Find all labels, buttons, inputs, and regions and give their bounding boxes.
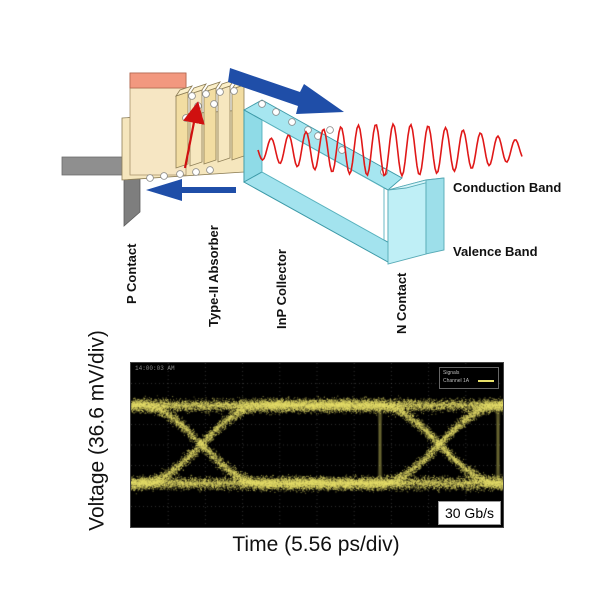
inp-collector — [243, 99, 403, 263]
hole-flow-arrow — [146, 179, 236, 201]
eye-diagram-trace — [131, 363, 503, 527]
p-contact-plate-down — [123, 174, 141, 227]
eye-y-axis-label: Voltage (36.6 mV/div) — [85, 330, 109, 531]
carrier-dots — [146, 87, 388, 182]
legend-title: Signals — [443, 370, 460, 376]
p-contact-plate-top — [61, 156, 131, 176]
n-contact-front — [387, 179, 427, 265]
electron-flow-arrow — [228, 68, 344, 114]
legend-swatch — [478, 380, 494, 382]
label-conduction-band: Conduction Band — [453, 180, 561, 195]
n-contact-side — [425, 177, 445, 255]
excitation-arrow — [183, 101, 205, 169]
eye-legend: Signals Channel 1A — [439, 367, 499, 389]
p-contact-cap — [129, 72, 187, 89]
device-schematic: Conduction Band Valence Band P Contact T… — [61, 68, 561, 334]
optical-wave — [257, 122, 523, 178]
label-valence-band: Valence Band — [453, 244, 538, 259]
label-p-contact: P Contact — [124, 243, 139, 304]
eye-timestamp: 14:00:03 AM — [135, 365, 175, 372]
label-n-contact: N Contact — [394, 272, 409, 334]
bit-rate-label: 30 Gb/s — [437, 501, 501, 525]
eye-diagram-panel: 14:00:03 AM Signals Channel 1A 30 Gb/s — [130, 362, 504, 528]
label-collector: InP Collector — [274, 249, 289, 329]
eye-x-axis-label: Time (5.56 ps/div) — [232, 533, 400, 556]
label-absorber: Type-II Absorber — [206, 225, 221, 327]
legend-channel: Channel 1A — [443, 378, 470, 384]
